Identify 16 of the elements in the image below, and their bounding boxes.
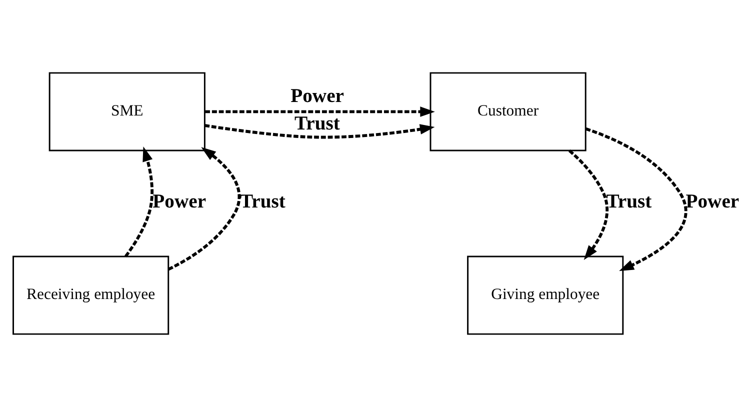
arrow [124,146,154,257]
arrow [568,149,609,260]
arrow [585,126,688,271]
node-box: Customer [430,72,586,151]
arrow [204,124,435,138]
edge-label: Trust [606,190,652,212]
node-box: Giving employee [467,255,624,334]
edge-label: Trust [240,190,286,212]
arrow [205,106,435,116]
edge-label: Power [686,190,740,212]
edge-label: Power [290,85,344,106]
edge-label: Trust [294,112,340,134]
arrow [168,146,241,270]
node-box: SME [48,72,206,151]
edge-label: Power [152,190,206,212]
node-box: Receiving employee [12,255,170,334]
